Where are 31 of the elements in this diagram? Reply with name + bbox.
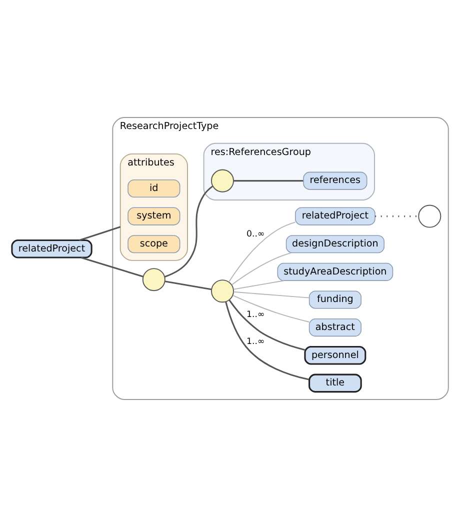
connector bbox=[80, 256, 144, 278]
connector bbox=[228, 300, 305, 351]
node-box: funding bbox=[308, 290, 362, 309]
connector bbox=[79, 226, 121, 241]
node-circle bbox=[210, 280, 234, 303]
edge-label: 0..∞ bbox=[246, 230, 265, 240]
node-box: title bbox=[308, 374, 362, 393]
node-box: personnel bbox=[304, 346, 366, 365]
node-box: designDescription bbox=[286, 235, 384, 254]
node-box: system bbox=[128, 207, 180, 226]
connector bbox=[233, 280, 285, 290]
connector bbox=[232, 294, 310, 322]
connector bbox=[231, 252, 292, 286]
node-box: scope bbox=[128, 235, 180, 254]
node-circle bbox=[210, 169, 234, 192]
connector bbox=[228, 222, 296, 282]
connector bbox=[234, 180, 304, 182]
edge-label: 1..∞ bbox=[246, 310, 265, 320]
connector bbox=[164, 280, 212, 290]
node-box: studyAreaDescription bbox=[277, 262, 394, 281]
connector bbox=[233, 291, 310, 298]
node-box: relatedProject bbox=[295, 207, 376, 226]
node-circle bbox=[142, 268, 166, 292]
edge-label: 1..∞ bbox=[246, 337, 265, 348]
node-box: references bbox=[303, 172, 368, 190]
node-box: relatedProject bbox=[11, 240, 92, 258]
node-box: id bbox=[128, 179, 180, 198]
connector bbox=[164, 186, 213, 278]
node-box: abstract bbox=[308, 318, 362, 337]
node-circle bbox=[418, 204, 442, 228]
connector bbox=[225, 302, 310, 380]
